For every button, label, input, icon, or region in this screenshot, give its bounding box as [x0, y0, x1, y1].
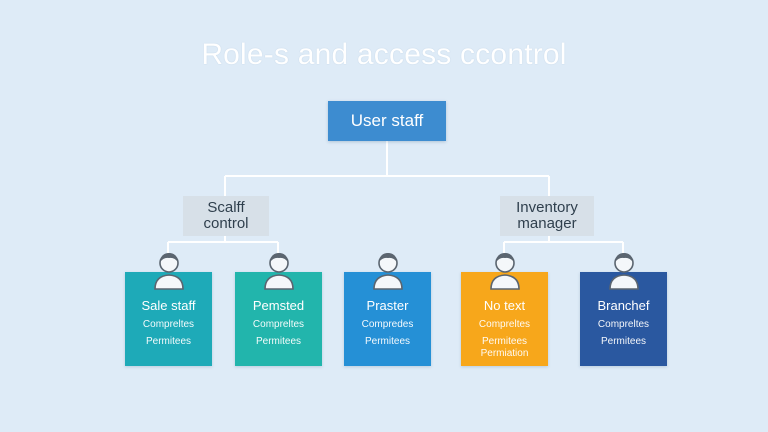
group-node-staff-control: Scalff control: [183, 196, 269, 236]
role-card-name: Branchef: [597, 298, 650, 313]
role-card-line2: Permitees: [145, 336, 191, 347]
role-card-line2: Permitees: [481, 336, 527, 347]
role-card-line1: Compreltes: [597, 319, 650, 330]
role-card-line2: Permitees: [364, 336, 410, 347]
role-card-name: Sale staff: [141, 298, 196, 313]
person-icon: [373, 253, 403, 290]
root-node-user-staff: User staff: [328, 101, 446, 141]
group-label-line1: Scalff: [207, 199, 245, 216]
role-card-name: Pemsted: [252, 298, 305, 313]
person-icon: [264, 253, 294, 290]
role-card-line1: Compreltes: [478, 319, 531, 330]
group-label-line1: Inventory: [516, 199, 578, 216]
person-icon: [154, 253, 184, 290]
group-node-inventory-manager: Inventory manager: [500, 196, 594, 236]
role-card-name: Praster: [366, 298, 409, 313]
person-icon: [609, 253, 639, 290]
person-icon: [490, 253, 520, 290]
group-label-line2: control: [203, 215, 249, 232]
role-card-name: No text: [483, 298, 526, 313]
role-card-line1: Compredes: [361, 319, 414, 330]
group-label-line2: manager: [517, 215, 577, 232]
role-card-line1: Compreltes: [142, 319, 195, 330]
role-card-line3: Permiation: [480, 348, 529, 359]
page-title: Role-s and access ccontrol: [201, 38, 567, 71]
role-card-line1: Compreltes: [252, 319, 305, 330]
role-card-line2: Permitees: [255, 336, 301, 347]
role-card-line2: Permitees: [600, 336, 646, 347]
